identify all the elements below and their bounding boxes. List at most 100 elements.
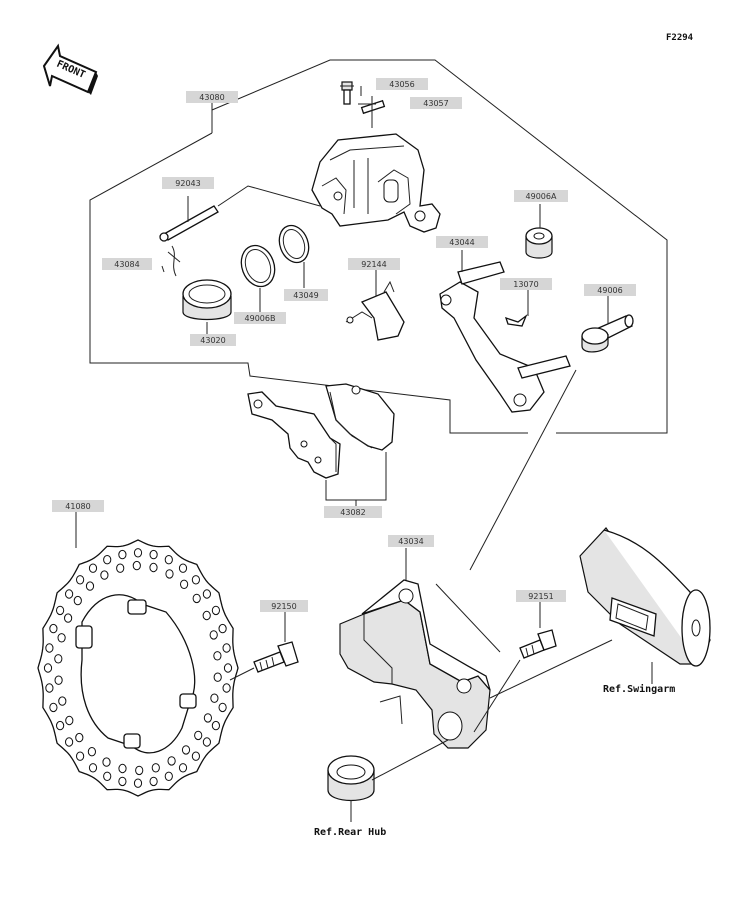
label-43049: 43049 xyxy=(284,289,328,301)
brake-disc-41080 xyxy=(37,539,239,797)
disc-hole xyxy=(132,560,141,571)
disc-hole xyxy=(65,589,74,599)
rear-hub-collar xyxy=(327,755,375,801)
svg-text:41080: 41080 xyxy=(65,502,90,511)
svg-text:43020: 43020 xyxy=(200,336,225,345)
disc-hole xyxy=(54,675,63,685)
disc-hole xyxy=(209,630,218,640)
disc-hole xyxy=(164,555,173,565)
disc-hole xyxy=(202,589,211,599)
label-13070: 13070 xyxy=(500,278,552,290)
disc-hole xyxy=(149,549,158,560)
disc-hole xyxy=(191,751,200,761)
label-43020: 43020 xyxy=(190,334,236,346)
bleeder-cap-43057 xyxy=(360,99,386,115)
label-41080: 41080 xyxy=(52,500,104,512)
disc-hole xyxy=(103,555,112,565)
disc-hole xyxy=(213,651,222,661)
leader-lines xyxy=(75,86,653,822)
label-43044: 43044 xyxy=(436,236,488,248)
disc-hole xyxy=(202,610,211,621)
disc-hole xyxy=(118,776,127,787)
disc-hole xyxy=(43,663,53,673)
pin-92043 xyxy=(159,205,219,242)
disc-hole xyxy=(88,763,98,773)
brake-pad-43082-a xyxy=(247,391,341,479)
disc-hole xyxy=(118,549,127,560)
svg-text:49006B: 49006B xyxy=(245,314,276,323)
seal-49006B xyxy=(240,244,276,288)
disc-hole xyxy=(213,672,222,682)
disc-hole xyxy=(56,720,65,731)
disc-hole xyxy=(58,696,67,706)
svg-text:92144: 92144 xyxy=(361,260,386,269)
svg-text:43056: 43056 xyxy=(389,80,414,89)
disc-hole xyxy=(211,605,220,616)
disc-hole xyxy=(76,575,85,585)
svg-text:43044: 43044 xyxy=(449,238,474,247)
svg-text:43080: 43080 xyxy=(199,93,224,102)
label-92151: 92151 xyxy=(516,590,566,602)
disc-hole xyxy=(65,715,74,726)
caliper-body-43080 xyxy=(311,133,441,233)
svg-text:43034: 43034 xyxy=(398,537,423,546)
disc-hole xyxy=(103,771,112,781)
assembly-outline-left xyxy=(89,132,528,434)
disc-hole xyxy=(178,563,188,573)
disc-hole xyxy=(218,623,227,634)
disc-hole xyxy=(218,702,227,713)
label-43057: 43057 xyxy=(410,97,462,109)
disc-hole xyxy=(45,643,54,653)
label-92150: 92150 xyxy=(260,600,308,612)
disc-hole xyxy=(49,623,58,634)
disc-hole xyxy=(151,763,160,773)
label-43080: 43080 xyxy=(186,91,238,103)
label-92144: 92144 xyxy=(348,258,400,270)
clip-43084 xyxy=(167,245,181,277)
disc-hole xyxy=(88,563,98,573)
svg-text:43057: 43057 xyxy=(423,99,448,108)
disc-hole xyxy=(194,730,203,741)
disc-hole xyxy=(203,713,212,723)
ref-swingarm-label: Ref.Swingarm xyxy=(603,683,675,695)
disc-hole xyxy=(75,732,84,743)
svg-text:92150: 92150 xyxy=(271,602,296,611)
sleeve-49006 xyxy=(581,314,634,353)
assembly-outline xyxy=(211,59,668,434)
disc-hole xyxy=(178,763,188,773)
piston-43020 xyxy=(182,279,232,321)
label-49006: 49006 xyxy=(584,284,636,296)
label-43056: 43056 xyxy=(376,78,428,90)
disc-hole xyxy=(211,720,220,731)
bushing-49006A xyxy=(525,227,553,259)
disc-hole xyxy=(49,702,58,713)
ref-rear-hub-label: Ref.Rear Hub xyxy=(314,827,386,838)
disc-hole xyxy=(73,595,82,606)
disc-hole xyxy=(85,581,95,591)
clip-13070 xyxy=(504,314,528,327)
svg-text:49006: 49006 xyxy=(597,286,622,295)
disc-hole xyxy=(149,562,158,573)
caliper-bracket-43044 xyxy=(439,261,571,413)
disc-hole xyxy=(87,747,97,757)
disc-hole xyxy=(210,693,219,703)
disc-hole xyxy=(167,756,176,766)
disc-hole xyxy=(165,569,174,579)
disc-hole xyxy=(181,745,191,755)
front-arrow-icon: FRONT xyxy=(42,43,98,95)
disc-hole xyxy=(65,737,74,747)
disc-hole xyxy=(164,771,173,781)
svg-text:43084: 43084 xyxy=(114,260,139,269)
figure-code: F2294 xyxy=(666,33,694,43)
seal-43049 xyxy=(278,224,310,264)
bolt-92151 xyxy=(519,629,557,659)
disc-hole xyxy=(100,570,109,580)
disc-hole xyxy=(223,663,233,673)
disc-hole xyxy=(180,579,189,589)
label-43082: 43082 xyxy=(324,506,382,518)
disc-hole xyxy=(57,633,66,643)
svg-text:43082: 43082 xyxy=(340,508,365,517)
svg-text:13070: 13070 xyxy=(513,280,538,289)
svg-text:49006A: 49006A xyxy=(526,192,557,201)
